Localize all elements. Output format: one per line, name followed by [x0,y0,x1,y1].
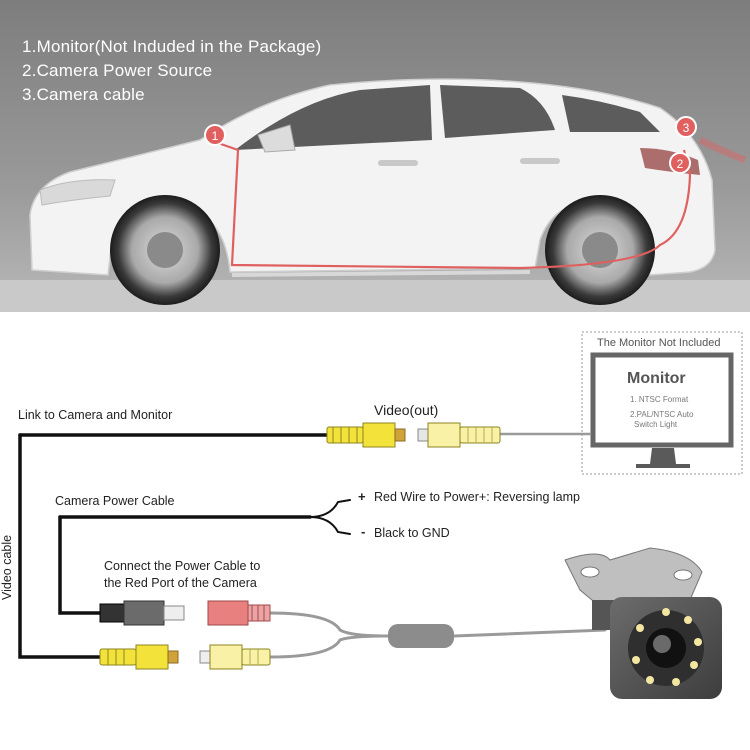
legend-item-power-source: 2.Camera Power Source [22,61,213,80]
wiring [18,432,607,659]
monitor-illustration [581,331,743,475]
label-black-gnd: Black to GND [374,526,450,540]
monitor-spec-1: 1. NTSC Format [630,395,689,404]
legend-item-monitor: 1.Monitor(Not Induded in the Package) [22,37,322,56]
label-video-cable: Video cable [0,534,14,600]
label-minus: - [361,524,366,539]
label-connect-1: Connect the Power Cable to [104,559,261,573]
monitor-spec-2b: Switch Light [634,420,678,429]
power-port [207,600,271,626]
marker-2-label: 2 [677,157,684,171]
legend-item-camera-cable: 3.Camera cable [22,85,145,104]
monitor-title: Monitor [627,370,686,387]
bottom-video-port [199,644,271,670]
power-plug [99,600,185,626]
bottom-video-plug [99,644,179,670]
label-plus: + [358,489,366,504]
marker-1-label: 1 [212,129,219,143]
label-link: Link to Camera and Monitor [18,408,173,422]
label-video-out: Video(out) [374,402,439,418]
car-illustration [29,78,747,305]
label-power-cable: Camera Power Cable [55,494,175,508]
marker-2: 2 [669,152,691,174]
video-connector-left [326,422,406,448]
marker-1: 1 [204,124,226,146]
camera-illustration [564,547,722,699]
video-connector-right [417,422,501,448]
marker-3-label: 3 [683,121,690,135]
marker-3: 3 [675,116,697,138]
monitor-header: The Monitor Not Included [597,337,721,349]
label-red-wire: Red Wire to Power+: Reversing lamp [374,490,580,504]
label-connect-2: the Red Port of the Camera [104,576,257,590]
monitor-spec-2: 2.PAL/NTSC Auto [630,410,694,419]
